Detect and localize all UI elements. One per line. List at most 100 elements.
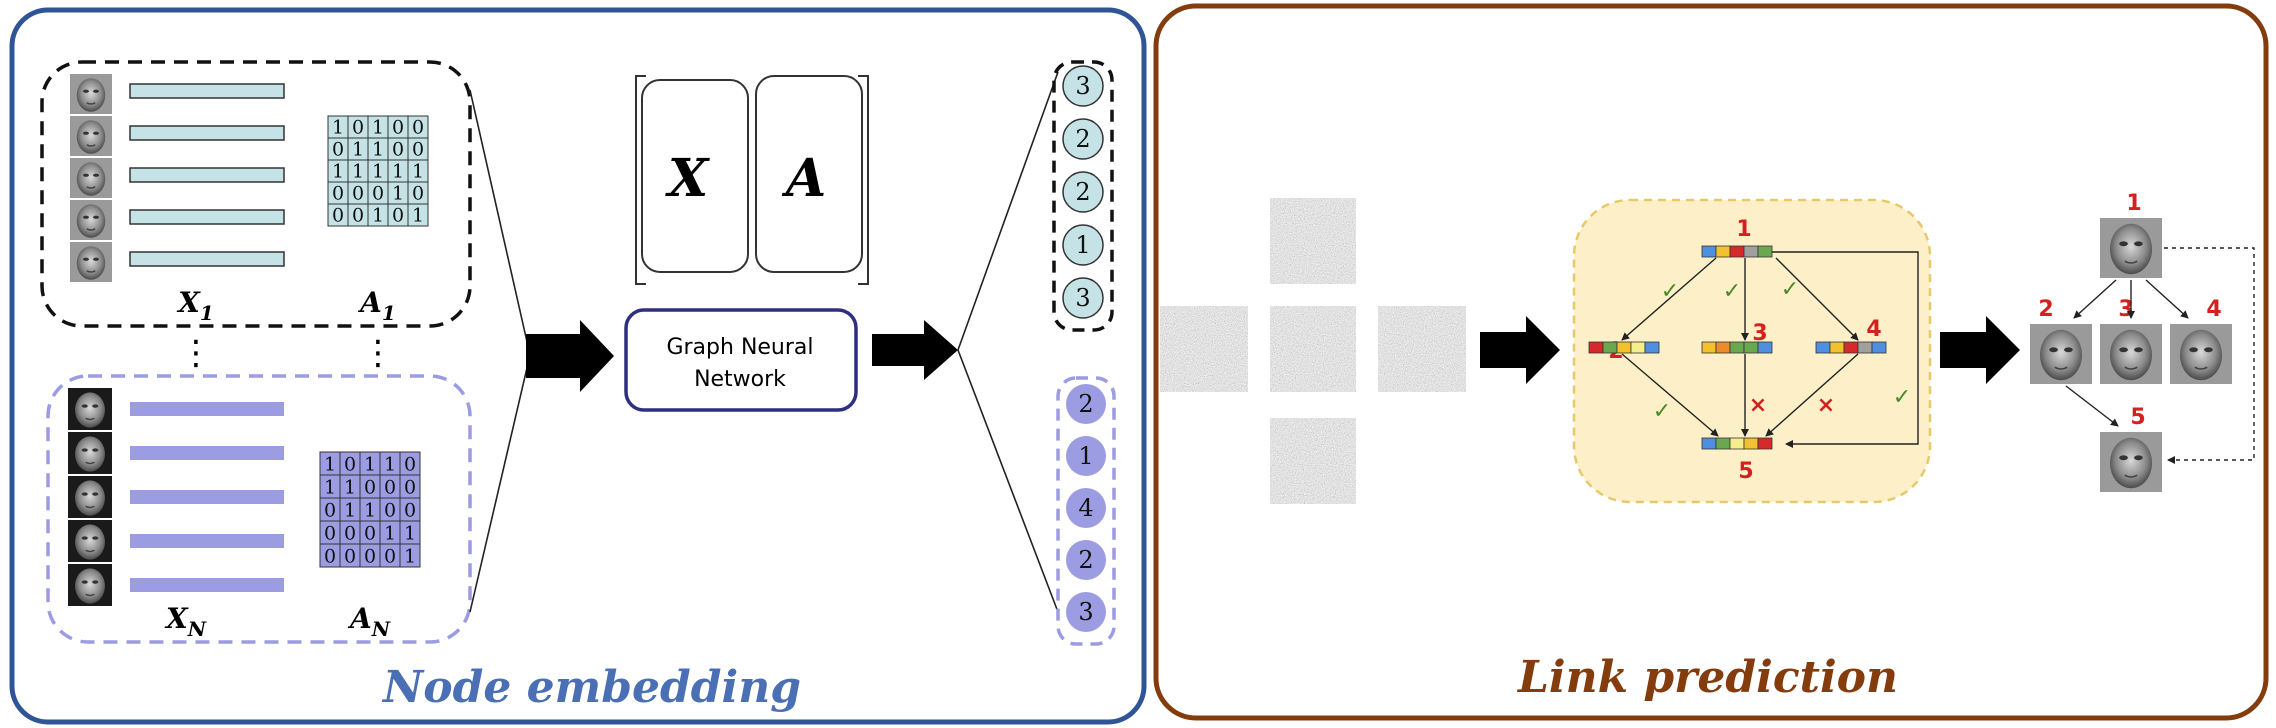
node-label-circle [1066,592,1106,632]
node-label-circle [1062,277,1104,319]
node-label-value: 4 [1078,494,1093,522]
face-node [2170,324,2232,384]
matrix-value: 1 [372,161,384,183]
check-mark: ✓ [1661,279,1679,304]
arrow-from-gnn [872,320,958,380]
matrix-value: 0 [412,117,424,139]
node-label-circle [1066,436,1106,476]
feature-block [1715,437,1731,450]
node-label-value: 1 [1075,231,1090,259]
feature-bar [130,402,284,416]
matrix-value: 0 [412,139,424,161]
node-2-features [1588,341,1660,354]
feature-bar [129,251,285,267]
graph-edge [1621,353,1719,437]
matrix-value: 1 [344,476,356,498]
matrix-value: 0 [372,183,384,205]
feature-block [1871,341,1887,354]
cross-mark: × [1817,393,1835,418]
matrix-value: 0 [412,183,424,205]
matrix-value: 1 [332,117,344,139]
feature-block [1843,341,1859,354]
ellipsis-adjacency: ⋮ [361,333,395,373]
matrix-value: 1 [392,161,404,183]
feature-block [1588,341,1604,354]
node-label-circle [1066,384,1106,424]
graph-n-adjacency-label: AN [347,602,391,641]
feature-bar [129,125,285,141]
face-thumbnail [70,74,112,114]
feature-bar [129,167,285,183]
check-mark: ✓ [1653,399,1671,424]
feature-block [1715,341,1731,354]
matrix-value: 1 [372,117,384,139]
face-thumbnail [68,520,112,562]
check-mark: ✓ [1781,277,1799,302]
feature-block [1743,341,1759,354]
matrix-value: 0 [404,453,416,475]
noise-image-left [1160,306,1248,392]
gnn-rect [624,308,858,412]
graph-node-label: 3 [1752,321,1767,346]
noise-image-bottom [1270,418,1356,504]
face-node-label: 4 [2206,297,2221,322]
xa-stack: X A [635,75,869,285]
gnn-box: Graph Neural Network [624,308,858,412]
node-1-features [1701,245,1773,258]
face-graph-edge [2145,279,2189,319]
noise-images [1160,198,1466,504]
matrix-value: 0 [404,476,416,498]
feature-bar [130,534,284,548]
feature-block [1729,341,1745,354]
face-node-label: 1 [2126,191,2141,216]
feature-bar [129,209,285,225]
face-node [2100,218,2162,278]
face-thumbnail [70,158,112,198]
graph-n-dashed-box [46,374,472,644]
node-label-circle [1062,118,1104,160]
feature-block [1815,341,1831,354]
node-label-value: 1 [1078,442,1093,470]
graph-n-feature-label: XN [164,602,207,641]
matrix-value: 0 [384,499,396,521]
check-mark: ✓ [1893,385,1911,410]
cross-mark: × [1749,393,1767,418]
face-thumbnail [70,200,112,240]
matrix-value: 0 [332,205,344,227]
node-label-circle [1062,65,1104,107]
feature-block [1757,341,1773,354]
face-thumbnail [70,242,112,282]
node-label-circle [1066,488,1106,528]
a-stack-label: A [781,148,826,209]
graph-node-label: 4 [1866,317,1881,342]
face-thumbnail [70,116,112,156]
feature-block [1630,341,1646,354]
matrix-value: 0 [332,139,344,161]
feature-block [1757,437,1773,450]
feature-block [1701,437,1717,450]
matrix-value: 1 [324,476,336,498]
node-label-value: 3 [1078,598,1093,626]
node-3-features [1701,341,1773,354]
a-stack-card [755,75,863,273]
matrix-value: 0 [364,545,376,567]
matrix-value: 0 [324,499,336,521]
noise-image-right [1378,306,1466,392]
matrix-value: 1 [332,161,344,183]
feature-block [1757,245,1773,258]
graph-node-label: 5 [1738,459,1753,484]
graph-1-feature-label: X1 [176,286,214,325]
graph-node-label: 1 [1736,217,1751,242]
matrix-value: 0 [324,545,336,567]
feature-block [1729,437,1745,450]
matrix-value: 1 [372,205,384,227]
face-node-label: 5 [2130,405,2145,430]
matrix-value: 1 [352,139,364,161]
matrix-value: 1 [364,499,376,521]
